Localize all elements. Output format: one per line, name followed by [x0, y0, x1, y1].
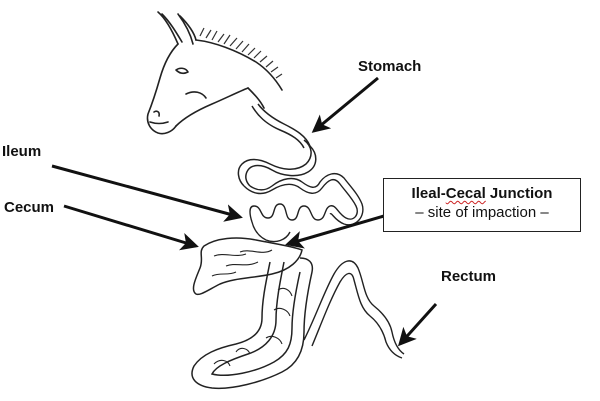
arrow-icon [51, 76, 438, 347]
label-ileum: Ileum [2, 143, 42, 160]
callout-title-underlined: Cecal [445, 185, 486, 202]
label-rectum: Rectum [441, 268, 497, 285]
label-cecum: Cecum [4, 199, 55, 216]
large-colon [191, 257, 314, 390]
small-intestine [243, 172, 364, 243]
arrow-junction [285, 214, 385, 249]
arrow-rectum [397, 302, 438, 347]
callout-subtitle: – site of impaction – [415, 204, 549, 221]
mane-strokes [199, 27, 283, 79]
label-stomach: Stomach [358, 58, 422, 75]
arrow-stomach [311, 76, 379, 133]
cecum-shape [192, 237, 303, 296]
arrow-ileum [51, 164, 243, 222]
small-colon-rectum [303, 260, 405, 359]
arrow-cecum [63, 204, 199, 251]
callout-title: Ileal-Cecal Junction [384, 185, 580, 202]
callout-title-prefix: Ileal- [411, 185, 446, 202]
callout-title-suffix: Junction [485, 185, 553, 202]
esophagus-stomach [237, 103, 317, 187]
ileal-cecal-junction-callout: Ileal-Cecal Junction – site of impaction… [383, 178, 581, 232]
horse-head-icon [146, 11, 283, 135]
